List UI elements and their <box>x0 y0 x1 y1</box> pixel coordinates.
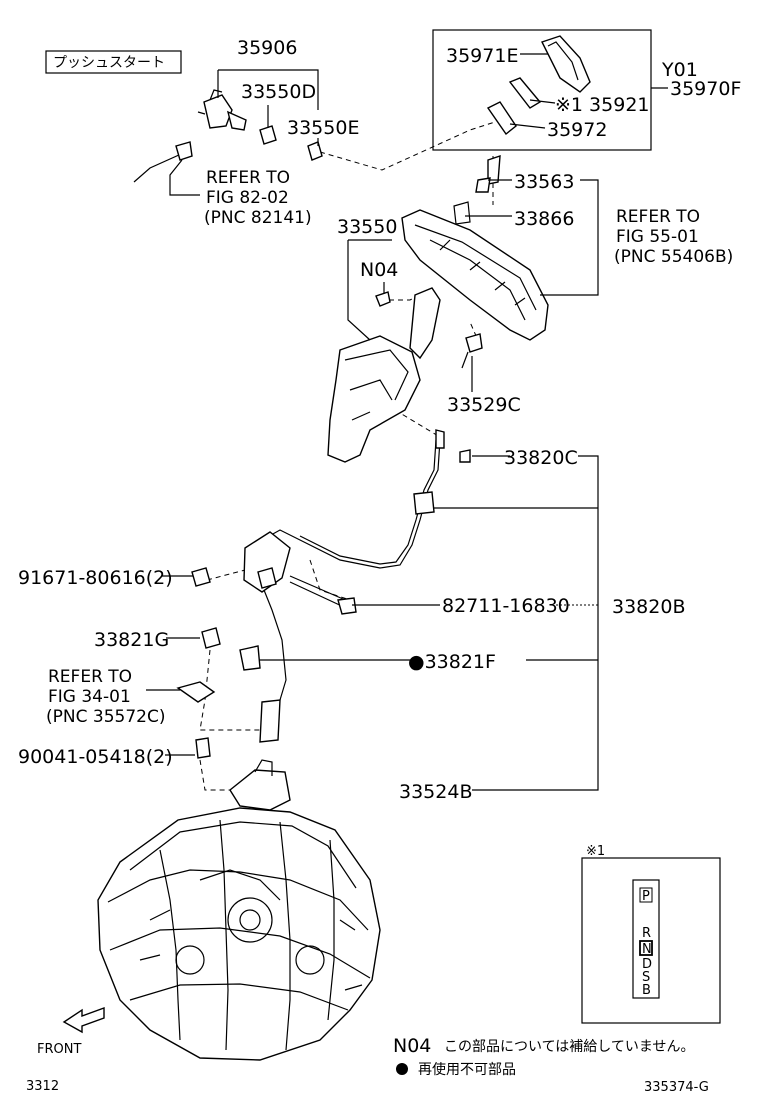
leader-33550 <box>347 240 371 341</box>
callout-90041: 90041-05418(2) <box>18 746 173 768</box>
callout-33820C: 33820C <box>504 447 578 469</box>
footer-left-code: 3312 <box>26 1079 59 1094</box>
indicator-letter-d: D <box>642 957 652 972</box>
indicator-letter-s: S <box>642 970 650 985</box>
refer-55-01-line2: FIG 55-01 <box>616 227 699 247</box>
leader-refer2-bracket <box>540 179 599 296</box>
shift-bezel-part <box>401 155 549 341</box>
callout-Y01: Y01 <box>661 59 698 81</box>
callout-35971E: 35971E <box>446 45 518 67</box>
refer-55-01-line3: (PNC 55406B) <box>614 247 733 267</box>
front-label: FRONT <box>37 1042 81 1057</box>
push-start-tag-box <box>45 50 182 74</box>
callout-35972: 35972 <box>547 119 607 141</box>
callout-91671: 91671-80616(2) <box>18 567 173 589</box>
front-arrow <box>62 1007 105 1034</box>
callout-82711: 82711-16830 <box>442 595 570 617</box>
callout-33820B: 33820B <box>612 596 685 618</box>
callout-N04: N04 <box>360 259 398 281</box>
transmission-case <box>97 807 381 1061</box>
refer-82-02-line2: FIG 82-02 <box>206 188 289 208</box>
callout-33563: 33563 <box>514 171 574 193</box>
leader-33820B-bracket <box>472 455 599 791</box>
callout-33524B: 33524B <box>399 781 472 803</box>
leader-35906-bracket <box>218 69 319 110</box>
indicator-letter-p: P <box>642 889 650 904</box>
refer-34-01-line3: (PNC 35572C) <box>46 707 165 727</box>
leader-refer1 <box>169 159 200 196</box>
indicator-n-box <box>639 940 653 956</box>
callout-33529C: 33529C <box>447 394 521 416</box>
knob-assembly-box <box>432 29 652 151</box>
inset-mark: ※1 <box>586 844 605 859</box>
refer-82-02-line3: (PNC 82141) <box>204 208 312 228</box>
refer-55-01-line1: REFER TO <box>616 207 700 227</box>
refer-82-02-line1: REFER TO <box>206 168 290 188</box>
indicator-letter-b: B <box>642 983 651 998</box>
indicator-p-box <box>639 887 653 903</box>
shift-indicator-plate <box>632 879 660 999</box>
shift-lever-part <box>327 287 483 463</box>
callout-33821F: ●33821F <box>408 651 496 673</box>
control-cable-part <box>243 429 471 743</box>
refer-34-01-line2: FIG 34-01 <box>48 687 131 707</box>
callout-33550: 33550 <box>337 216 397 238</box>
legend-n04-code: N04 <box>393 1035 431 1057</box>
legend-n04-text: この部品については補給していません。 <box>444 1039 694 1055</box>
callout-33866: 33866 <box>514 208 574 230</box>
callout-35970F: 35970F <box>670 78 741 100</box>
legend-bullet-icon <box>396 1063 408 1075</box>
callout-33550D: 33550D <box>241 81 316 103</box>
legend-bullet-text: 再使用不可部品 <box>418 1061 516 1078</box>
shift-lock-switch-part <box>133 89 323 183</box>
callout-35906: 35906 <box>237 37 297 59</box>
small-parts-left <box>176 567 261 759</box>
leader-35972 <box>509 123 546 129</box>
footer-right-code: 335374-G <box>644 1080 709 1095</box>
callout-33550E: 33550E <box>287 117 359 139</box>
callout-33821G: 33821G <box>94 629 169 651</box>
indicator-letter-n: N <box>642 942 652 957</box>
leader-35921 <box>529 99 556 104</box>
push-start-tag: プッシュスタート <box>53 55 165 71</box>
callout-35921: ※1 35921 <box>555 94 650 116</box>
indicator-letter-r: R <box>642 926 651 941</box>
shift-pattern-inset-box <box>581 857 721 1024</box>
refer-34-01-line1: REFER TO <box>48 667 132 687</box>
cable-bracket-part <box>229 759 291 811</box>
